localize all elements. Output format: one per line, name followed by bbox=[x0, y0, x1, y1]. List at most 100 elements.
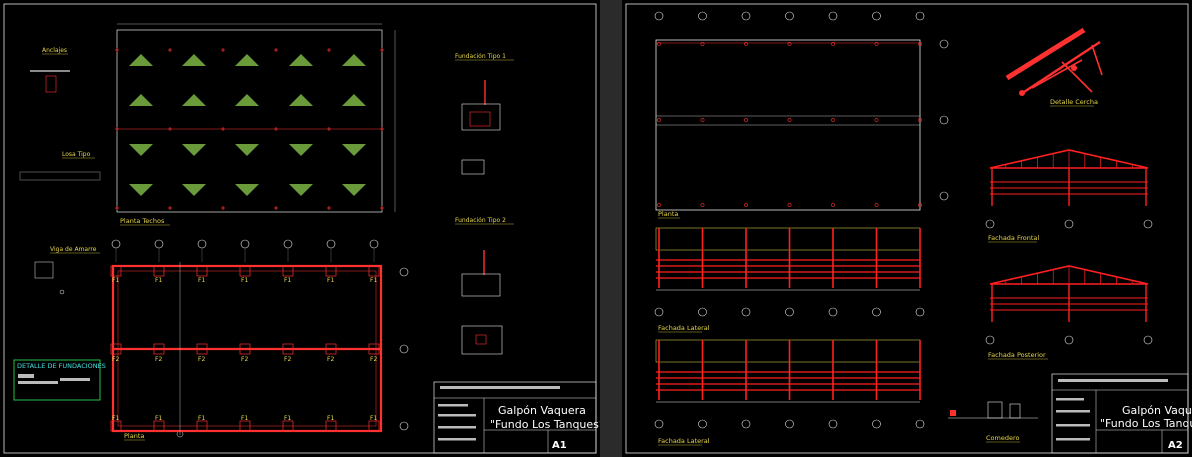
drawing-sheet-a2: Planta Fachada Lateral Fachada Lateral D… bbox=[622, 0, 1192, 457]
grid-bubble-right bbox=[939, 191, 949, 201]
label-comedero: Comedero bbox=[986, 434, 1020, 442]
roof-slope-triangle bbox=[342, 94, 366, 106]
foundation-type-details: Fundación Tipo 1 Fundación Tipo 2 bbox=[455, 53, 514, 355]
footings bbox=[110, 265, 380, 432]
anchor-detail-figure bbox=[45, 75, 57, 93]
truss-member bbox=[1005, 27, 1086, 81]
left-details: Anclajes Losa Tipo Viga de Amarre DETALL… bbox=[13, 47, 106, 401]
foundation-detail-box bbox=[13, 359, 101, 401]
foundation-plan: F1 F1 F1 F1 F1 F1 F1 F2 F2 F2 F2 F2 F2 F… bbox=[110, 239, 409, 441]
grid-bubble bbox=[828, 307, 838, 317]
truss-detail: Detalle Cercha bbox=[1005, 27, 1103, 107]
column-point bbox=[700, 118, 705, 122]
grid-bubble bbox=[369, 239, 379, 249]
footing-label: F1 bbox=[284, 415, 291, 422]
feeder-marker bbox=[950, 410, 956, 416]
roof-cross-mark bbox=[115, 206, 119, 210]
column-point bbox=[831, 42, 835, 46]
roof-plan-outline bbox=[116, 29, 383, 213]
grid-bubble bbox=[654, 419, 664, 429]
roof-cross-mark bbox=[380, 48, 384, 52]
grid-bubble bbox=[698, 419, 707, 429]
footing-pad bbox=[282, 343, 294, 355]
footing-label: F1 bbox=[198, 277, 205, 284]
title-block-text bbox=[1056, 424, 1090, 427]
grid-bubble bbox=[985, 335, 995, 345]
roof-slope-triangle bbox=[289, 94, 313, 106]
footing-pad bbox=[110, 265, 122, 277]
label-fundacion-tipo-1: Fundación Tipo 1 bbox=[455, 53, 506, 60]
sheet-a2-border bbox=[625, 3, 1189, 454]
grid-bubble bbox=[326, 239, 336, 249]
footing-pad bbox=[153, 265, 165, 277]
truss-member bbox=[1091, 44, 1103, 76]
foundation-table-row bbox=[18, 374, 34, 378]
title-block-text bbox=[1056, 410, 1090, 413]
roof-slope-triangle bbox=[182, 144, 206, 156]
footing-pad bbox=[282, 265, 294, 277]
label-fachada-lateral-1: Fachada Lateral bbox=[658, 324, 710, 332]
truss-member bbox=[1061, 61, 1093, 93]
gable-frame bbox=[985, 265, 1153, 345]
column-point bbox=[874, 118, 879, 122]
grid-bubble bbox=[654, 11, 664, 21]
footing-pad bbox=[239, 420, 251, 432]
grid-bubble bbox=[985, 219, 995, 229]
grid-bubble bbox=[872, 11, 881, 21]
label-fachada-posterior: Fachada Posterior bbox=[988, 351, 1046, 359]
roof-slope-markers bbox=[129, 54, 366, 196]
feeder-section bbox=[1009, 403, 1021, 419]
footing-pad bbox=[239, 343, 251, 355]
feeder-section bbox=[987, 401, 1003, 419]
roof-slope-triangle bbox=[342, 54, 366, 66]
column-point bbox=[657, 118, 661, 122]
column-point bbox=[744, 118, 748, 122]
column-point bbox=[657, 203, 661, 207]
grid-bubble bbox=[828, 419, 838, 429]
title-block-text bbox=[438, 404, 468, 407]
footing-label: F1 bbox=[198, 415, 205, 422]
footing-label: F1 bbox=[155, 415, 162, 422]
grid-bubble bbox=[785, 11, 794, 21]
title-block-text bbox=[438, 438, 476, 441]
roof-cross-mark bbox=[168, 48, 172, 52]
sheet-a2-drawing: Planta Fachada Lateral Fachada Lateral D… bbox=[625, 3, 1192, 454]
column-point bbox=[787, 203, 792, 207]
column-point bbox=[787, 42, 792, 46]
grid-bubble bbox=[828, 11, 838, 21]
roof-corner-marks bbox=[115, 48, 384, 210]
sheet-a1-drawing: Planta Techos Anclajes Losa Tipo Viga de… bbox=[3, 3, 600, 454]
footing-label: F2 bbox=[155, 356, 162, 363]
column-point bbox=[874, 42, 879, 46]
roof-cross-mark bbox=[221, 48, 225, 52]
footing-label: F1 bbox=[284, 277, 291, 284]
grid-bubble bbox=[240, 239, 250, 249]
footing-label: F1 bbox=[327, 415, 334, 422]
rear-elevation: Fachada Posterior bbox=[985, 265, 1153, 360]
column-point bbox=[918, 203, 922, 207]
footing-pad bbox=[325, 420, 337, 432]
grid-bubble bbox=[915, 11, 925, 21]
column-point bbox=[744, 203, 748, 207]
footing-label: F2 bbox=[241, 356, 248, 363]
footing-label: F2 bbox=[198, 356, 205, 363]
project-title-line1: Galpón Vaquera bbox=[498, 404, 586, 417]
footing-type-2-plan bbox=[461, 325, 503, 355]
footing-pad bbox=[282, 420, 294, 432]
roof-cross-mark bbox=[115, 127, 119, 131]
grid-bubble bbox=[741, 307, 751, 317]
column-point bbox=[831, 203, 835, 207]
roof-cross-mark bbox=[274, 48, 278, 52]
footing-pad bbox=[110, 420, 122, 432]
truss-member bbox=[1023, 40, 1101, 94]
label-fundacion-tipo-2: Fundación Tipo 2 bbox=[455, 217, 506, 224]
grid-bubble bbox=[785, 307, 794, 317]
grid-bubbles-top bbox=[111, 239, 379, 262]
title-block-text bbox=[1056, 438, 1090, 441]
footing-pad bbox=[110, 343, 122, 355]
side-elevation-1: Fachada Lateral bbox=[654, 227, 925, 333]
project-title-line1: Galpón Vaquera bbox=[1122, 404, 1192, 417]
grid-bubbles-top bbox=[654, 11, 925, 21]
footing-labels: F1 F1 F1 F1 F1 F1 F1 F2 F2 F2 F2 F2 F2 F… bbox=[112, 277, 377, 422]
footing-pad bbox=[325, 343, 337, 355]
